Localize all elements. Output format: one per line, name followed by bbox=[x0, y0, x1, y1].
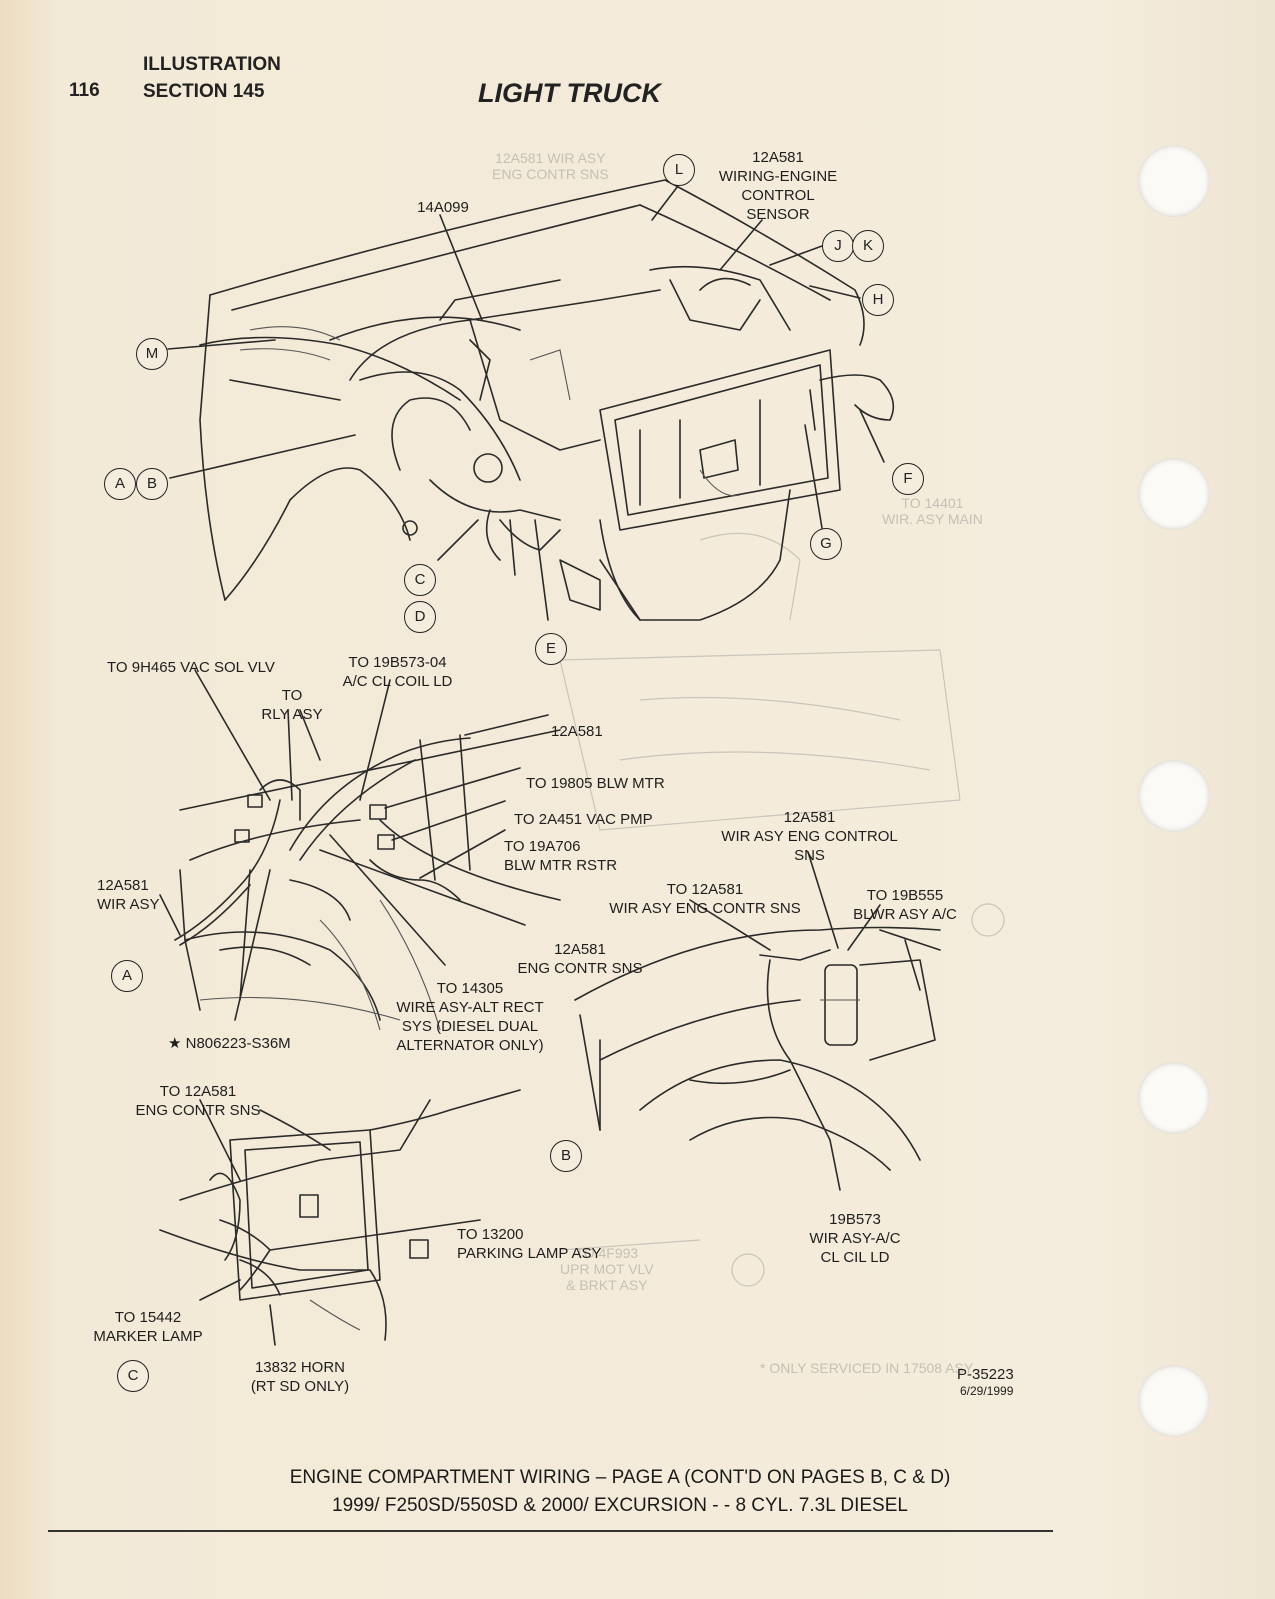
label-19b573-wir-asy: 19B573 WIR ASY-A/C CL CIL LD bbox=[809, 1211, 901, 1266]
binder-hole bbox=[1138, 1062, 1210, 1134]
label-alt-rect: TO 14305 WIRE ASY-ALT RECT SYS (DIESEL D… bbox=[396, 980, 544, 1054]
callout-a: A bbox=[104, 468, 136, 500]
page-number: 116 bbox=[69, 80, 100, 101]
label-12a581-eng-control-sns: 12A581 WIR ASY ENG CONTROL SNS bbox=[721, 809, 898, 864]
caption-line-2: 1999/ F250SD/550SD & 2000/ EXCURSION - -… bbox=[332, 1495, 908, 1516]
detail-b-leaders bbox=[689, 851, 881, 1191]
bleed-through-art bbox=[559, 532, 1005, 1287]
label-vac-sol-vlv: TO 9H465 VAC SOL VLV bbox=[107, 659, 275, 676]
label-parking-lamp: TO 13200 PARKING LAMP ASY bbox=[457, 1226, 602, 1262]
upper-leader-lines bbox=[167, 185, 885, 621]
label-blw-mtr: TO 19805 BLW MTR bbox=[526, 775, 665, 792]
detail-b-drawing bbox=[574, 926, 941, 1171]
label-to-12a581-eng-contr-sns: TO 12A581 WIR ASY ENG CONTR SNS bbox=[609, 881, 801, 917]
page-title: LIGHT TRUCK bbox=[478, 78, 661, 108]
detail-a-drawing bbox=[174, 729, 561, 1031]
bleed-through-text: TO 14401 WIR. ASY MAIN bbox=[882, 495, 983, 527]
callout-e: E bbox=[535, 633, 567, 665]
bleed-through-text: * ONLY SERVICED IN 17508 ASY. bbox=[760, 1360, 976, 1376]
caption-line-1: ENGINE COMPARTMENT WIRING – PAGE A (CONT… bbox=[289, 1467, 951, 1488]
bottom-rule bbox=[48, 1530, 1053, 1532]
detail-c-drawing bbox=[159, 1089, 521, 1341]
binder-hole bbox=[1138, 760, 1210, 832]
callout-detail-c: C bbox=[117, 1360, 149, 1392]
binder-hole bbox=[1138, 1365, 1210, 1437]
label-blw-mtr-rstr: TO 19A706 BLW MTR RSTR bbox=[504, 838, 618, 874]
label-12a581-harness: 12A581 bbox=[551, 723, 603, 740]
label-vac-pmp: TO 2A451 VAC PMP bbox=[514, 811, 653, 828]
binder-hole bbox=[1138, 458, 1210, 530]
callout-m: M bbox=[136, 338, 168, 370]
binder-hole bbox=[1138, 145, 1210, 217]
callout-c: C bbox=[404, 564, 436, 596]
callout-j: J bbox=[822, 230, 854, 262]
label-fastener: ★ N806223-S36M bbox=[168, 1035, 291, 1052]
callout-l: L bbox=[663, 154, 695, 186]
label-14a099: 14A099 bbox=[417, 199, 469, 216]
callout-h: H bbox=[862, 284, 894, 316]
callout-k: K bbox=[852, 230, 884, 262]
callout-f: F bbox=[892, 463, 924, 495]
section-label: SECTION 145 bbox=[143, 81, 265, 102]
callout-detail-a: A bbox=[111, 960, 143, 992]
bleed-through-text: TO 4F993 UPR MOT VLV & BRKT ASY bbox=[560, 1245, 654, 1293]
illustration-label: ILLUSTRATION bbox=[143, 54, 281, 75]
callout-b: B bbox=[136, 468, 168, 500]
label-blwr-asy-ac: TO 19B555 BLWR ASY A/C bbox=[853, 887, 957, 923]
detail-c-leaders bbox=[199, 1099, 481, 1346]
figure-date: 6/29/1999 bbox=[960, 1384, 1014, 1398]
callout-detail-b: B bbox=[550, 1140, 582, 1172]
callout-d: D bbox=[404, 601, 436, 633]
bleed-through-text: 12A581 WIR ASY ENG CONTR SNS bbox=[492, 150, 609, 182]
label-ac-coil-ld: TO 19B573-04 A/C CL COIL LD bbox=[342, 654, 453, 690]
label-12a581-wir-asy: 12A581 WIR ASY bbox=[97, 877, 160, 913]
truck-front-drawing bbox=[199, 179, 895, 621]
figure-id: P-35223 bbox=[957, 1366, 1014, 1383]
label-12a581-wiring-engine-control: 12A581 WIRING-ENGINE CONTROL SENSOR bbox=[718, 149, 838, 223]
label-rly-asy: TO RLY ASY bbox=[261, 687, 323, 723]
label-marker-lamp: TO 15442 MARKER LAMP bbox=[93, 1309, 203, 1345]
detail-a-leaders bbox=[159, 669, 549, 1021]
label-c-to-12a581: TO 12A581 ENG CONTR SNS bbox=[135, 1083, 261, 1119]
label-12a581-eng-contr-sns: 12A581 ENG CONTR SNS bbox=[517, 941, 643, 977]
callout-g: G bbox=[810, 528, 842, 560]
label-horn: 13832 HORN (RT SD ONLY) bbox=[250, 1359, 350, 1395]
